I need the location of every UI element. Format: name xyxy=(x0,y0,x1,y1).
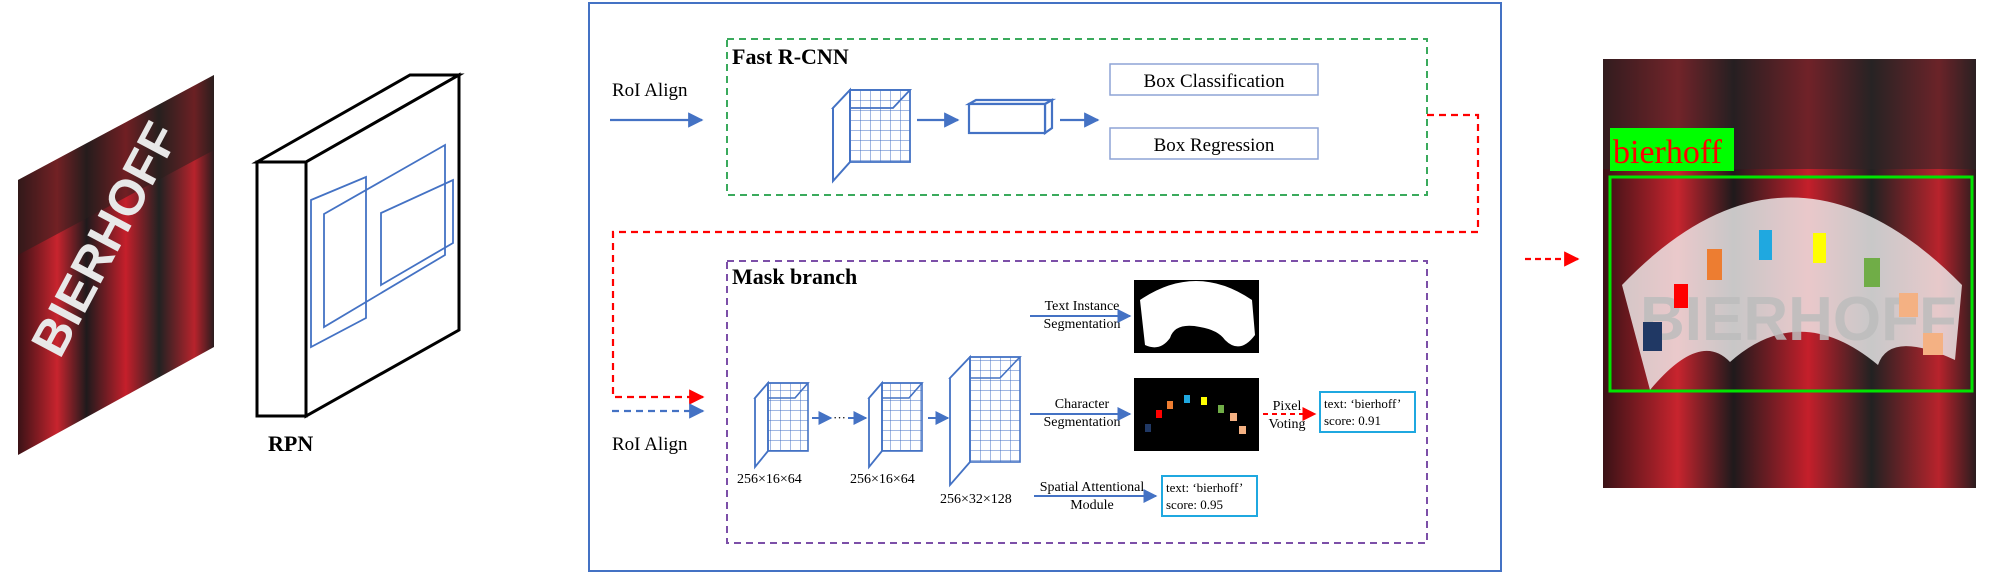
sam-result-text: text: ‘bierhoff’ xyxy=(1166,480,1243,495)
mask-feature-map-2 xyxy=(867,380,924,470)
fast-rcnn-box xyxy=(726,38,1428,196)
pixel-voting-label-1: Pixel xyxy=(1273,399,1302,414)
pixel-voting-result-score: score: 0.91 xyxy=(1324,413,1381,428)
pixel-voting-label-2: Voting xyxy=(1268,417,1305,432)
mask-dim-2: 256×16×64 xyxy=(850,472,915,487)
text-instance-mask-image xyxy=(1134,280,1259,353)
fast-rcnn-fc-layer xyxy=(964,98,1057,136)
character-seg-label-1: Character xyxy=(1055,397,1110,412)
box-regression-label: Box Regression xyxy=(1154,135,1275,156)
sam-label-2: Module xyxy=(1070,498,1114,513)
output-image: BIERHOFF bierhoff xyxy=(1603,59,1976,488)
mask-branch-box xyxy=(726,260,1428,544)
pixel-voting-result-text: text: ‘bierhoff’ xyxy=(1324,396,1401,411)
character-seg-label-2: Segmentation xyxy=(1044,415,1121,430)
mask-feature-map-1 xyxy=(753,380,810,470)
fast-rcnn-feature-map xyxy=(830,87,913,184)
mask-dim-1: 256×16×64 xyxy=(737,472,802,487)
box-regression-box xyxy=(1109,127,1319,160)
rpn-proposal-boxes xyxy=(310,143,454,349)
roi-align-bottom-label: RoI Align xyxy=(612,434,688,455)
main-network-frame xyxy=(588,2,1502,572)
sam-result-score: score: 0.95 xyxy=(1166,497,1223,512)
pixel-voting-result-box xyxy=(1319,391,1416,433)
mask-feature-map-3 xyxy=(948,354,1022,488)
fast-rcnn-title: Fast R-CNN xyxy=(732,44,849,69)
rpn-block xyxy=(251,72,465,419)
input-image: BIERHOFF xyxy=(18,75,214,455)
text-instance-label-2: Segmentation xyxy=(1044,317,1121,332)
output-detection-box xyxy=(1608,175,1974,393)
rpn-label: RPN xyxy=(268,431,313,456)
mask-dim-3: 256×32×128 xyxy=(940,492,1012,507)
output-label-tag xyxy=(1610,128,1734,171)
output-label-text: bierhoff xyxy=(1613,134,1723,171)
mask-ellipsis: ··· xyxy=(833,410,846,425)
character-seg-image xyxy=(1134,378,1259,451)
fast-rcnn-to-mask-link xyxy=(611,113,1480,405)
sam-result-box xyxy=(1161,475,1258,517)
box-classification-box xyxy=(1109,63,1319,96)
text-instance-label-1: Text Instance xyxy=(1045,299,1120,314)
box-classification-label: Box Classification xyxy=(1144,71,1285,92)
sam-label-1: Spatial Attentional xyxy=(1040,480,1145,495)
mask-branch-title: Mask branch xyxy=(732,264,857,289)
roi-align-top-label: RoI Align xyxy=(612,80,688,101)
